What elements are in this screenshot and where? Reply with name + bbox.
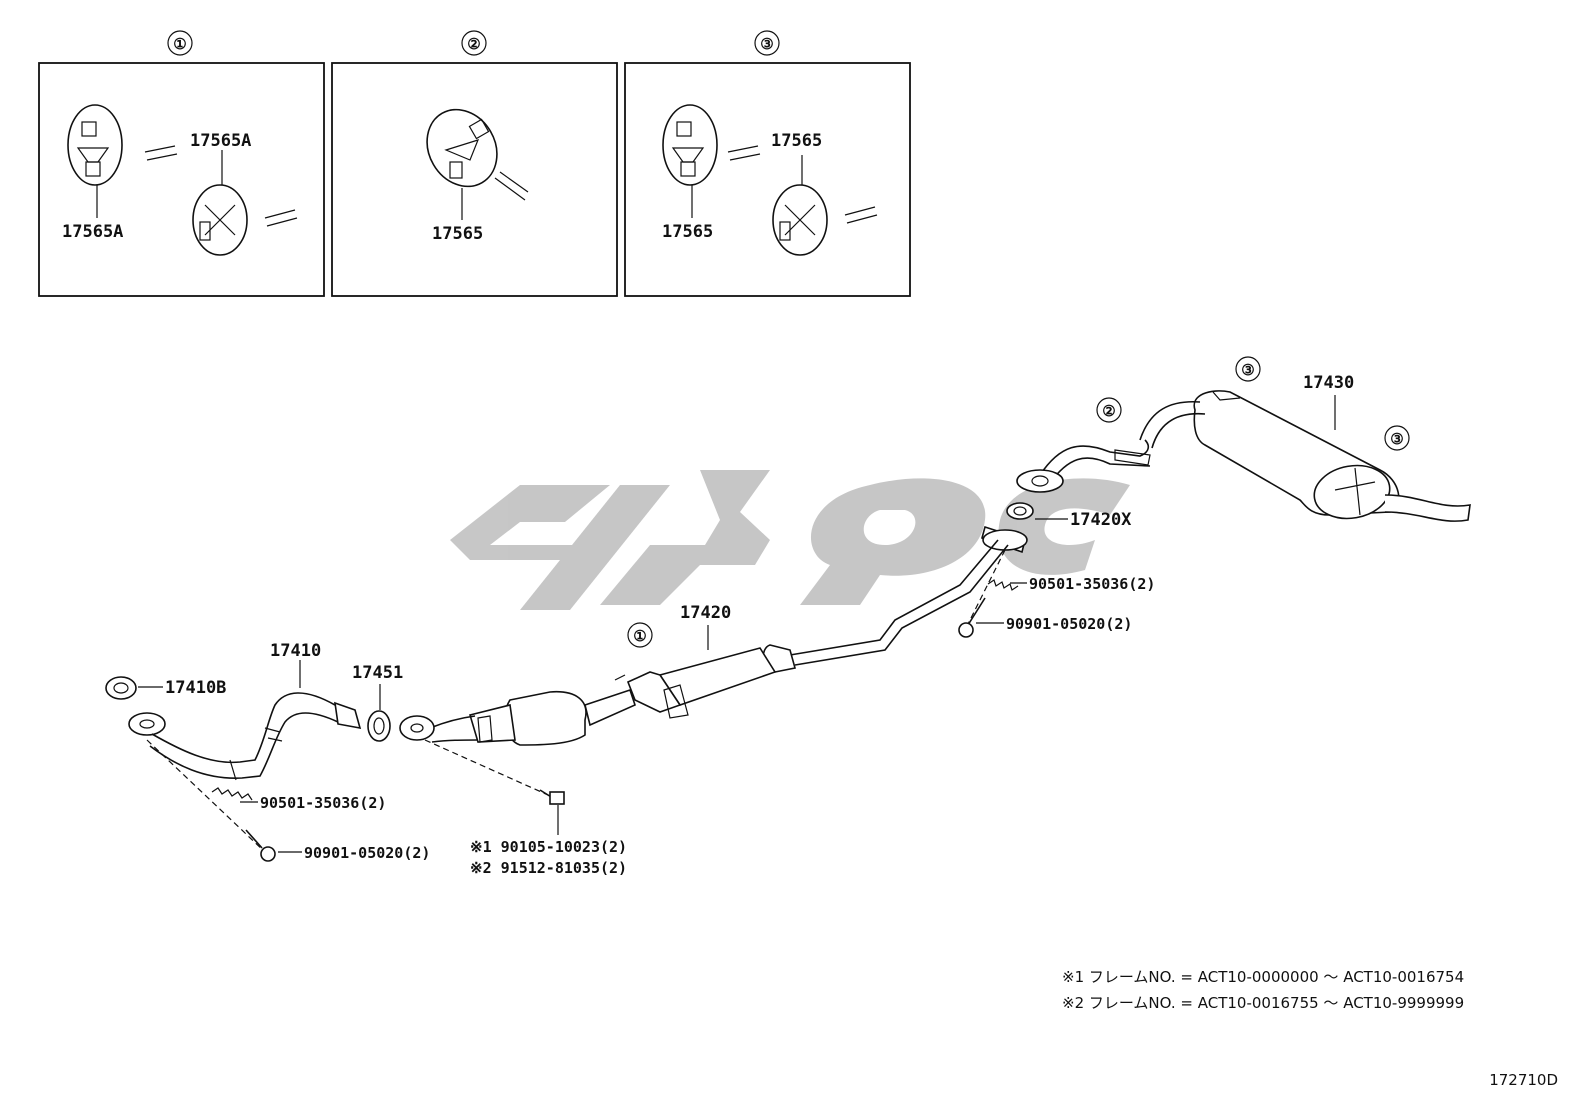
watermark-logo [450, 470, 1130, 610]
center-pipe-17420 [614, 525, 1028, 719]
svg-text:①: ① [633, 627, 646, 645]
label-ref2: ※2 91512-81035(2) [470, 859, 627, 877]
label-17410B: 17410B [165, 678, 226, 698]
front-pipe-17410 [128, 692, 362, 781]
right-spring [987, 579, 1019, 591]
insert-box-2 [331, 62, 618, 297]
insert-box-3 [624, 62, 911, 297]
label-90901-right: 90901-05020(2) [1006, 615, 1132, 633]
gasket-17420X [1006, 502, 1034, 520]
callout-muffler-hanger-a: ③ [1235, 356, 1261, 382]
gasket-17451 [367, 710, 391, 742]
callout-tailpipe-hanger: ② [1096, 397, 1122, 423]
box3-hanger-upper [662, 104, 761, 218]
callout-box3: ③ [754, 30, 780, 56]
callout-box1: ① [167, 30, 193, 56]
label-17420X: 17420X [1070, 510, 1132, 530]
label-17430: 17430 [1303, 373, 1354, 393]
label-90501-right: 90501-35036(2) [1029, 575, 1155, 593]
label-17420: 17420 [680, 603, 731, 623]
box1-upper-label: 17565A [190, 131, 251, 151]
insert-box-1 [38, 62, 325, 297]
svg-text:②: ② [467, 35, 480, 53]
left-spring [211, 787, 253, 801]
catalytic-converter [399, 688, 636, 746]
left-bolt [245, 829, 276, 862]
diagram-id: 172710D [1489, 1071, 1558, 1089]
box2-label: 17565 [432, 224, 483, 244]
box1-hanger-lower [192, 150, 298, 256]
callout-box2: ② [461, 30, 487, 56]
svg-text:③: ③ [1390, 430, 1403, 448]
muffler-17430 [1139, 390, 1471, 522]
label-90501-left: 90501-35036(2) [260, 794, 386, 812]
right-bolt-leader [964, 549, 1006, 631]
label-17410: 17410 [270, 641, 321, 661]
frame-note-2: ※2 フレームNO. = ACT10-0016755 ～ ACT10-99999… [1062, 994, 1464, 1012]
svg-text:①: ① [173, 35, 186, 53]
left-bolt-leader [146, 739, 266, 853]
box3-lower-label: 17565 [662, 222, 713, 242]
gasket-17410B [105, 676, 137, 700]
callout-muffler-hanger-b: ③ [1384, 425, 1410, 451]
center-bolt [539, 789, 565, 805]
center-bolt-leader [424, 739, 549, 796]
tailpipe-section [1016, 439, 1151, 493]
svg-text:③: ③ [1241, 361, 1254, 379]
box3-upper-label: 17565 [771, 131, 822, 151]
box3-hanger-lower [772, 155, 878, 256]
svg-text:③: ③ [760, 35, 773, 53]
callout-center-pipe-hanger: ① [627, 622, 653, 648]
label-ref1: ※1 90105-10023(2) [470, 838, 627, 856]
box1-lower-label: 17565A [62, 222, 123, 242]
right-bolt [958, 597, 986, 638]
box1-hanger-upper [67, 104, 178, 186]
label-90901-left: 90901-05020(2) [304, 844, 430, 862]
box2-hanger [426, 108, 529, 220]
label-17451: 17451 [352, 663, 403, 683]
frame-note-1: ※1 フレームNO. = ACT10-0000000 ～ ACT10-00167… [1062, 968, 1464, 986]
svg-text:②: ② [1102, 402, 1115, 420]
